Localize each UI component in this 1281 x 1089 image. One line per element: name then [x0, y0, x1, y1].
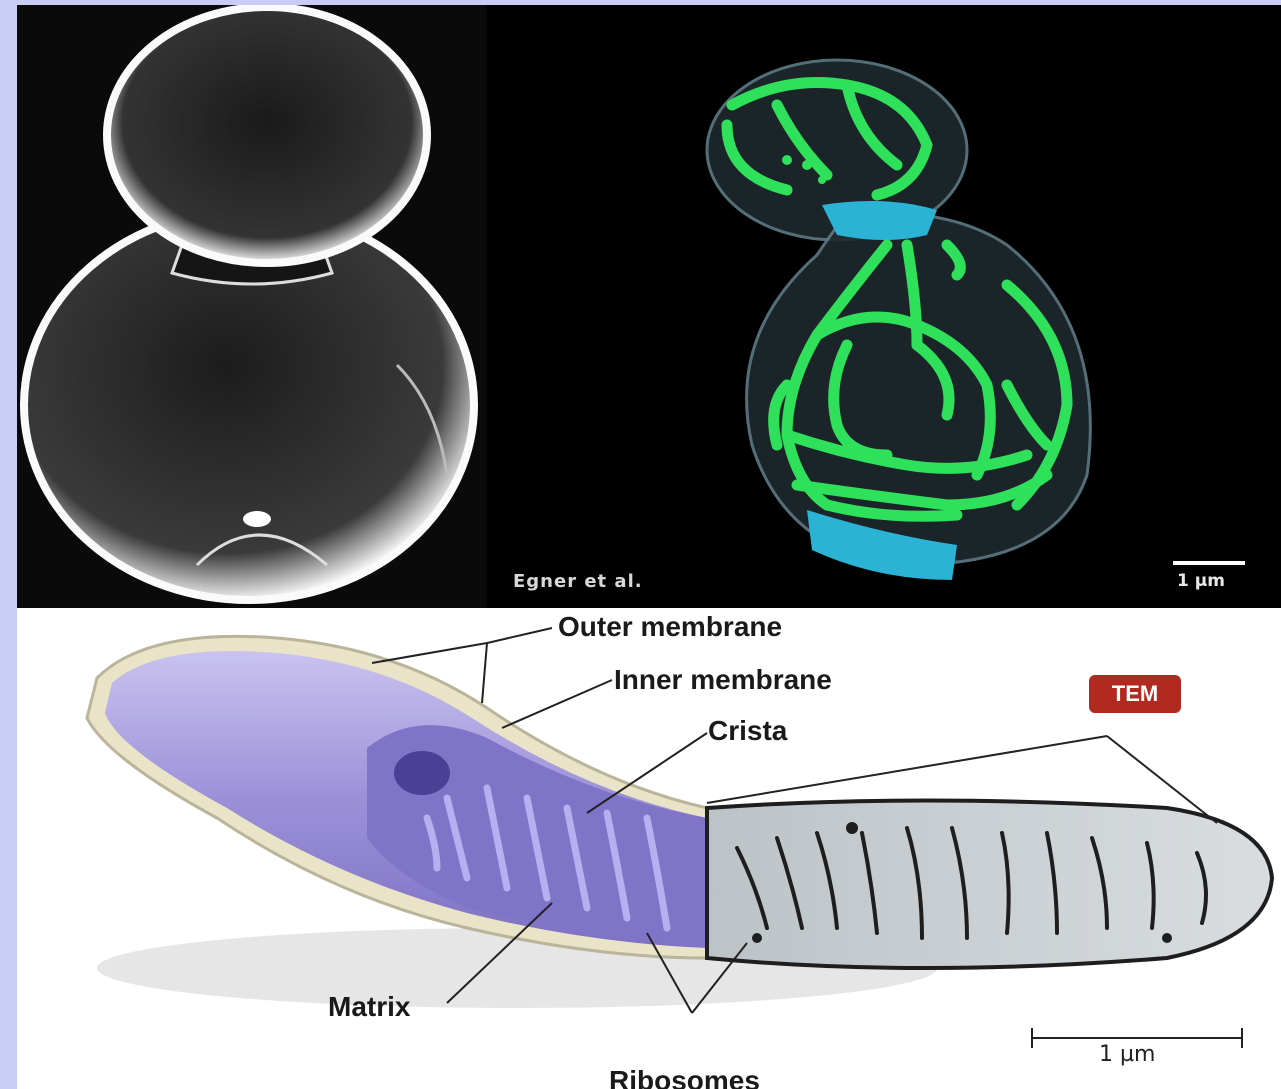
label-ribosomes: Ribosomes — [609, 1065, 760, 1089]
mitochondria-network-drawing — [487, 5, 1281, 608]
tem-badge: TEM — [1089, 675, 1181, 713]
scale-bar-label: 1 µm — [1177, 571, 1225, 591]
sem-yeast-drawing — [17, 5, 487, 608]
image-credit: Egner et al. — [513, 571, 643, 592]
scale-bar-label-bottom: 1 µm — [1099, 1042, 1155, 1067]
label-outer-membrane: Outer membrane — [558, 611, 782, 643]
sem-yeast-image — [17, 5, 487, 608]
fluorescence-yeast-image: Egner et al. 1 µm — [487, 5, 1281, 608]
label-crista: Crista — [708, 715, 787, 747]
label-matrix: Matrix — [328, 991, 410, 1023]
mitochondrion-diagram: Outer membrane Inner membrane Crista Mat… — [17, 608, 1281, 1089]
label-inner-membrane: Inner membrane — [614, 664, 832, 696]
